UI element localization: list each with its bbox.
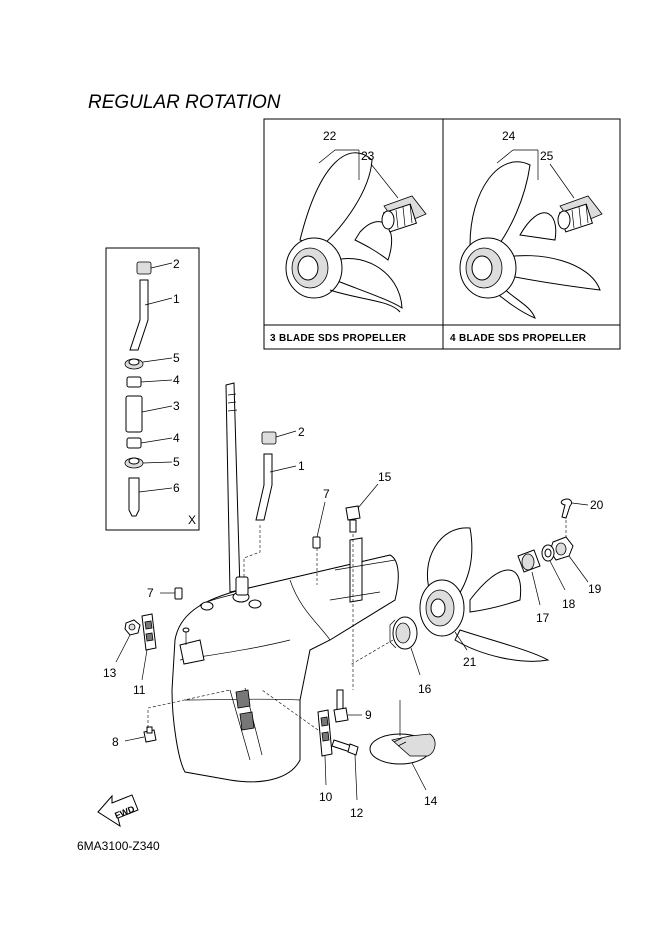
lower-case-housing: [171, 554, 399, 783]
callout-m7b: 7: [147, 586, 154, 600]
callout-m16: 16: [418, 682, 432, 696]
callout-x3: 3: [173, 399, 180, 413]
callout-m2: 2: [298, 425, 305, 439]
thrust-washer-16: 16: [349, 616, 432, 696]
callout-22: 22: [323, 129, 337, 143]
inset-3-blade-label: 3 BLADE SDS PROPELLER: [270, 333, 407, 344]
inset-frame: [263, 118, 621, 350]
drive-shaft: [225, 382, 241, 593]
callout-x5a: 5: [173, 351, 180, 365]
lower-case-assembly-illustration: [171, 382, 399, 783]
forward-arrow-icon: FWD: [97, 794, 139, 828]
bolt-15: 15: [345, 470, 392, 690]
callout-m9: 9: [365, 708, 372, 722]
propeller-21: 21: [419, 527, 550, 669]
callout-m7a: 7: [323, 487, 330, 501]
callout-m11: 11: [133, 683, 146, 697]
callout-m17: 17: [536, 611, 550, 625]
bracket-11: 11: [133, 613, 157, 697]
bolt-9: 9: [333, 689, 372, 723]
propeller-nut-19: 19: [549, 536, 602, 596]
water-tube-inset: X 2 1 5 4 3 4 5 6: [105, 247, 200, 531]
callout-x1: 1: [173, 292, 180, 306]
callout-m1: 1: [298, 459, 305, 473]
bracket-10: 10: [261, 689, 333, 804]
callout-x6: 6: [173, 481, 180, 495]
callout-m21: 21: [463, 655, 477, 669]
callout-m8: 8: [112, 735, 119, 749]
callout-m13: 13: [103, 666, 117, 680]
sds-hub-kit-illustration-23: [381, 195, 427, 233]
lower-tube-illustration: [128, 477, 140, 517]
dowel-pin-lower: 7: [147, 586, 183, 600]
bolt-8: 8: [112, 689, 231, 749]
sds-propeller-inset: 3 BLADE SDS PROPELLER 4 BLADE SDS PROPEL…: [263, 118, 621, 350]
diagram-title: REGULAR ROTATION: [88, 92, 281, 113]
water-tube-illustration: [129, 279, 149, 351]
main-water-tube: 2 1: [243, 425, 305, 578]
sds-hub-kit-illustration-25: [557, 195, 603, 233]
shift-rod-boss: [349, 537, 363, 603]
callout-m19: 19: [588, 582, 602, 596]
inset-4-blade-label: 4 BLADE SDS PROPELLER: [450, 333, 587, 344]
grommet-illustration-top: [126, 376, 142, 388]
callout-m18: 18: [562, 597, 576, 611]
callout-m14: 14: [424, 794, 438, 808]
nut-13: 13: [103, 619, 141, 680]
callout-x5b: 5: [173, 455, 180, 469]
tube-sleeve-illustration: [125, 395, 143, 433]
callout-x4a: 4: [173, 373, 180, 387]
grommet-illustration: [136, 261, 152, 275]
callout-x4b: 4: [173, 431, 180, 445]
callout-25: 25: [540, 149, 554, 163]
inset-x-label: X: [188, 513, 196, 527]
spacer-17: 17: [517, 549, 550, 625]
four-blade-propeller-illustration: [459, 161, 601, 319]
callout-23: 23: [361, 149, 375, 163]
callout-x2: 2: [173, 257, 180, 271]
bolt-12: 12: [331, 739, 364, 820]
washer-18: 18: [541, 544, 576, 611]
grommet-illustration-bottom: [126, 437, 142, 449]
inset-x-frame: [105, 247, 200, 531]
dowel-pin-upper: 7: [312, 487, 330, 585]
callout-m15: 15: [378, 470, 392, 484]
callout-24: 24: [502, 129, 516, 143]
cotter-pin-20: 20: [560, 498, 604, 540]
callout-m12: 12: [350, 806, 364, 820]
anode-14: 14: [369, 700, 438, 808]
diagram-code: 6MA3100-Z340: [77, 839, 160, 853]
callout-m20: 20: [590, 498, 604, 512]
three-blade-propeller-illustration: [285, 152, 403, 313]
callout-m10: 10: [319, 790, 333, 804]
